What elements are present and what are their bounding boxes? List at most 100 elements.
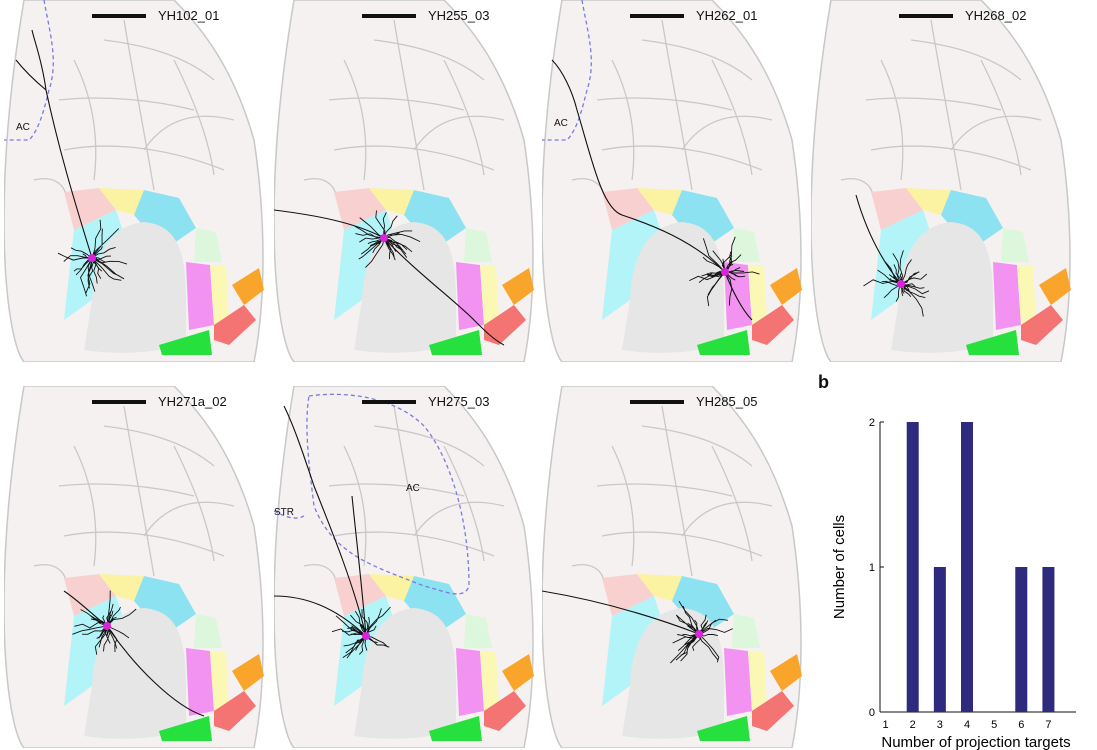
scale-bar <box>92 14 146 18</box>
area-grey <box>354 222 456 353</box>
area-green <box>697 716 750 741</box>
area-light-cyan <box>602 596 664 706</box>
atlas-boundary <box>980 59 1022 176</box>
area-green <box>429 330 482 355</box>
atlas-boundary <box>393 19 425 191</box>
atlas-boundary <box>413 115 505 151</box>
area-magenta <box>186 648 214 716</box>
soma-marker <box>897 280 905 288</box>
area-pink <box>602 188 654 230</box>
brain-atlas-map <box>542 386 802 748</box>
cell-id-label: YH271a_02 <box>158 394 227 409</box>
area-light-green <box>464 228 492 262</box>
atlas-boundary <box>393 405 425 577</box>
area-cyan <box>672 190 734 250</box>
atlas-boundary <box>373 425 485 467</box>
atlas-boundary <box>880 59 904 181</box>
atlas-boundary <box>173 445 215 562</box>
neuron-axon <box>542 590 700 635</box>
area-magenta <box>186 262 214 330</box>
atlas-boundary <box>910 39 1022 81</box>
area-orange <box>232 268 264 305</box>
bar <box>961 422 973 712</box>
atlas-boundary <box>343 445 367 567</box>
area-light-cyan <box>334 596 396 706</box>
x-axis-label: Number of projection targets <box>881 734 1070 750</box>
area-pink <box>602 574 654 616</box>
soma-marker <box>380 234 388 242</box>
neuron-panel: YH285_05 <box>542 386 804 748</box>
atlas-boundary <box>173 59 215 176</box>
neuron-axon <box>15 29 93 259</box>
area-magenta <box>456 262 484 330</box>
area-yellow <box>99 574 144 601</box>
area-orange <box>770 268 802 305</box>
area-green <box>697 330 750 355</box>
atlas-boundary <box>950 115 1042 151</box>
region-label: AC <box>406 483 420 494</box>
area-yellow <box>637 574 682 601</box>
area-yellow <box>369 188 414 215</box>
neuron-dendrites <box>689 236 760 307</box>
y-tick-label: 2 <box>869 417 875 429</box>
x-tick-label: 1 <box>883 719 889 731</box>
area-green <box>159 716 212 741</box>
area-orange <box>1039 268 1071 305</box>
atlas-boundary <box>601 145 763 171</box>
cell-id-label: YH262_01 <box>696 8 758 23</box>
atlas-boundary <box>596 97 733 111</box>
region-label: AC <box>554 118 568 129</box>
area-pink <box>871 188 923 230</box>
region-label: STR <box>274 507 294 518</box>
area-light-green <box>732 228 760 262</box>
area-magenta <box>456 648 484 716</box>
scale-bar <box>630 14 684 18</box>
x-tick-label: 7 <box>1045 719 1051 731</box>
atlas-boundary <box>641 425 753 467</box>
cell-id-label: YH255_03 <box>428 8 490 23</box>
atlas-boundary <box>328 97 465 111</box>
atlas-boundary <box>328 483 465 497</box>
ac-boundary-dashed <box>4 0 54 141</box>
atlas-boundary <box>63 531 225 557</box>
neuron-axon <box>274 209 505 346</box>
brain-atlas-map <box>274 386 534 748</box>
area-red <box>484 305 526 345</box>
atlas-boundary <box>681 501 773 537</box>
area-grey <box>891 222 993 353</box>
neuron-dendrites <box>863 250 930 317</box>
atlas-boundary <box>711 59 753 176</box>
cell-id-label: YH102_01 <box>158 8 220 23</box>
area-magenta <box>724 262 752 330</box>
atlas-boundary <box>333 145 495 171</box>
area-red <box>214 691 256 731</box>
atlas-boundary <box>333 531 495 557</box>
region-label: AC <box>16 122 30 133</box>
ac-boundary-dashed <box>542 0 592 141</box>
x-tick-label: 6 <box>1018 719 1024 731</box>
area-orange <box>232 654 264 691</box>
brain-atlas-map <box>4 386 264 748</box>
area-red <box>752 305 794 345</box>
neuron-dendrites <box>331 606 391 659</box>
area-light-cyan <box>64 210 126 320</box>
area-light-green <box>194 228 222 262</box>
x-tick-label: 5 <box>991 719 997 731</box>
brain-atlas-map <box>274 0 534 362</box>
soma-marker <box>695 630 703 638</box>
area-magenta <box>724 648 752 716</box>
area-yellow <box>369 574 414 601</box>
y-axis-label: Number of cells <box>831 515 848 619</box>
area-cyan <box>134 190 196 250</box>
atlas-boundary <box>58 483 195 497</box>
brain-atlas-map <box>542 0 802 362</box>
neuron-dendrites <box>354 210 421 268</box>
area-green <box>159 330 212 355</box>
bar <box>1042 567 1055 712</box>
bar <box>1015 567 1028 712</box>
area-green <box>966 330 1019 355</box>
area-light-cyan <box>871 210 933 320</box>
